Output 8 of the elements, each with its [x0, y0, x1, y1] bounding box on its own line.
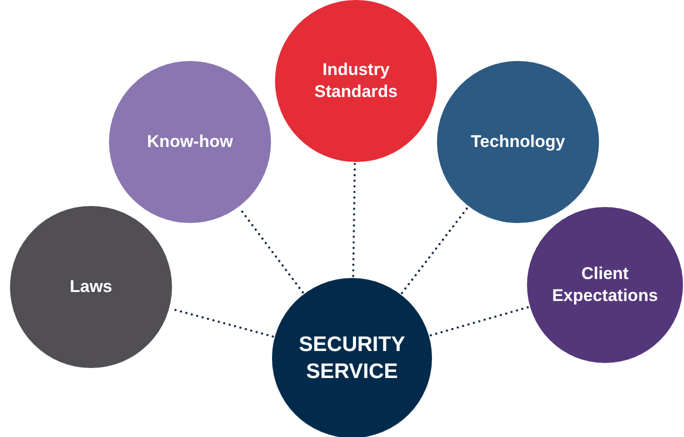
dotted-connector: [352, 162, 356, 278]
dotted-connector: [400, 206, 469, 294]
node-label: Laws: [70, 276, 112, 298]
node-label: Industry Standards: [313, 58, 399, 103]
node-label: SECURITY SERVICE: [298, 332, 406, 385]
node-label: Technology: [470, 130, 566, 153]
node-label: Know-how: [147, 130, 233, 153]
node-label: Client Expectations: [551, 262, 659, 307]
